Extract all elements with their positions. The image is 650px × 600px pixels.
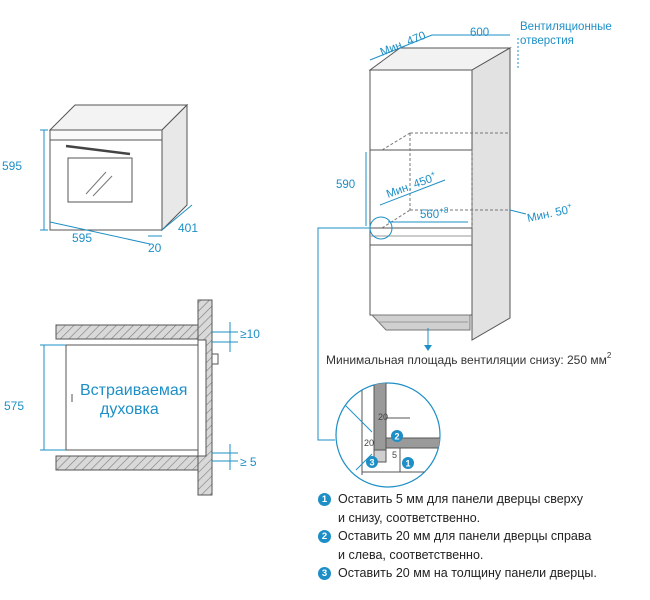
detail-shelf-panel: [385, 437, 440, 449]
note-3-badge: 3: [318, 567, 331, 580]
note-2-line1: Оставить 20 мм для панели дверцы справа: [338, 529, 592, 543]
oven-panel-label: 20: [148, 241, 162, 255]
niche-height-label: 590: [336, 179, 355, 191]
note-3-line1: Оставить 20 мм на толщину панели дверцы.: [338, 566, 597, 580]
gap-top-label: ≥10: [240, 327, 260, 341]
min-50-label: Мин. 50+: [526, 201, 575, 225]
bottom-panel-hatched: [55, 455, 199, 471]
note-2-badge: 2: [318, 530, 331, 543]
cabinet-upper-front: [369, 69, 473, 151]
note-3: 3 Оставить 20 мм на толщину панели дверцы…: [318, 564, 648, 583]
note-2: 2 Оставить 20 мм для панели дверцы справа…: [318, 527, 648, 565]
built-in-oven-label-line1: Встраиваемая: [80, 382, 187, 399]
dimension-line-depth: [161, 204, 193, 231]
oven-dimension-labels: 595 595 401 20: [2, 159, 198, 255]
width-560-label: 560+8: [420, 206, 449, 221]
oven-width-label: 595: [72, 231, 92, 245]
dimension-line-450: [379, 179, 446, 206]
detail-dim-20-top: 20: [378, 412, 388, 422]
oven-depth-label: 401: [178, 221, 198, 235]
detail-circle: [335, 382, 441, 488]
note-2-line2: и слева, соответственно.: [338, 548, 484, 562]
dimension-line-470: [369, 34, 433, 61]
top-panel-hatched: [55, 324, 199, 340]
detail-dim-5: 5: [392, 450, 397, 460]
detail-connector: [317, 227, 370, 441]
oven-window: [67, 157, 133, 203]
gap-bottom-label: ≥ 5: [240, 455, 257, 469]
oven-door-section: [197, 339, 207, 457]
detail-badge-2-text: 2: [394, 432, 399, 442]
niche-outline: [381, 132, 510, 229]
section-labels: Встраиваемая духовка 575 ≥10 ≥ 5: [4, 327, 260, 469]
oven-door-handle: [65, 144, 131, 156]
section-view: [40, 299, 238, 496]
width-600-label: 600: [470, 27, 489, 39]
detail-badge-1: [402, 457, 414, 469]
dimension-line-50: [509, 209, 527, 215]
oven-3d-view: [40, 103, 193, 245]
cabinet-lower-front: [369, 244, 473, 316]
cabinet-side-face: [471, 47, 511, 341]
note-1-badge: 1: [318, 493, 331, 506]
oven-handle-section: [211, 353, 219, 365]
vent-area-text: Минимальная площадь вентиляции снизу: 25…: [326, 351, 612, 367]
vent-label-line1: Вентиляционные: [520, 21, 612, 33]
dimension-line-width: [49, 221, 151, 245]
oven-control-panel: [49, 129, 163, 141]
built-in-oven-label-line2: духовка: [100, 401, 159, 418]
oven-window-glare: [92, 175, 113, 197]
note-1-line1: Оставить 5 мм для панели дверцы сверху: [338, 492, 583, 506]
detail-badge-3-text: 3: [369, 458, 374, 468]
detail-badge-3: [366, 456, 378, 468]
oven-height-label: 595: [2, 159, 22, 173]
detail-view: 20 20 5 2 3 1: [335, 382, 441, 488]
vent-label-line2: отверстия: [520, 35, 574, 47]
cabinet-3d-view: [317, 34, 527, 441]
note-1-line2: и снизу, соответственно.: [338, 511, 481, 525]
section-height-label: 575: [4, 399, 24, 413]
detail-badge-1-text: 1: [405, 459, 410, 469]
oven-body-section: [65, 344, 199, 451]
detail-dim-20-left: 20: [364, 438, 374, 448]
oven-window-glare: [85, 171, 107, 195]
detail-badge-2: [391, 430, 403, 442]
min-450-label: Мин. 450+: [384, 169, 439, 201]
detail-arrow: [339, 399, 373, 433]
